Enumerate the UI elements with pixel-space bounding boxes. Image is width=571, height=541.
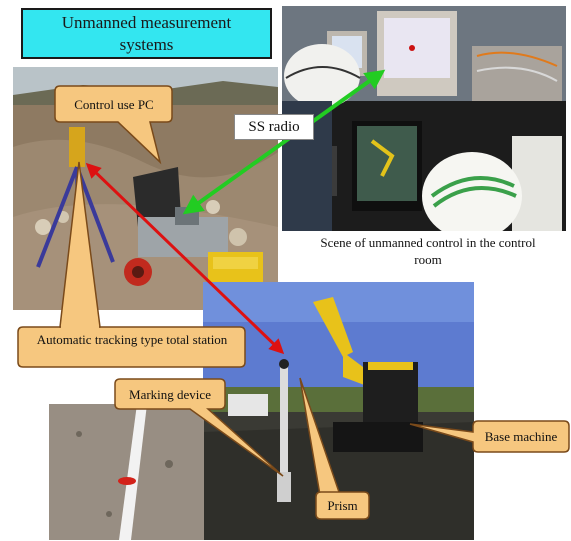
ss-radio-label: SS radio <box>234 114 314 140</box>
prism-label: Prism <box>327 498 358 513</box>
control-pc-label: Control use PC <box>74 97 154 112</box>
ss-radio-text: SS radio <box>248 118 300 135</box>
base-machine-label: Base machine <box>484 429 558 444</box>
title-box: Unmanned measurement systems <box>21 8 272 59</box>
marking-photo <box>49 404 204 540</box>
control-room-caption: Scene of unmanned control in the control… <box>320 235 536 267</box>
marking-device-label: Marking device <box>129 387 211 402</box>
title-text: Unmanned measurement systems <box>61 12 232 54</box>
control-room-photo <box>282 6 566 270</box>
tracking-station-label: Automatic tracking type total station <box>36 332 228 347</box>
